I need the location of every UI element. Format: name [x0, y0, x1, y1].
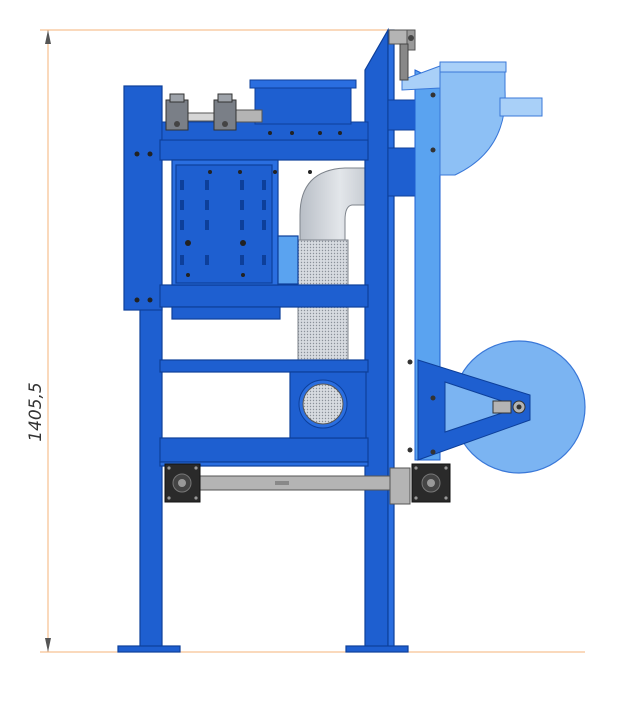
dimension-height-label: 1405,5	[26, 382, 46, 441]
main-frame	[117, 27, 409, 653]
tension-rail	[199, 475, 406, 491]
motor-plate-inner	[175, 164, 273, 284]
left-upper-post	[123, 85, 163, 311]
dimension-arrow-bottom	[45, 638, 51, 652]
bottom-rail	[199, 467, 411, 505]
drive-housing-lid	[249, 79, 357, 89]
upper-shaft-tube	[387, 99, 419, 131]
plate-slots	[180, 180, 266, 265]
drive-housing	[254, 87, 352, 125]
left-leg	[139, 299, 163, 651]
top-drive	[161, 79, 369, 141]
motor-right	[411, 463, 451, 503]
frame-bolts	[134, 151, 312, 303]
dimension-arrow-top	[45, 30, 51, 44]
motor-left	[164, 463, 201, 503]
drive-base-plate	[161, 121, 369, 141]
motor-side-block	[277, 235, 299, 285]
motor-base	[171, 306, 281, 320]
left-foot	[117, 645, 181, 653]
side-bolts	[407, 92, 436, 455]
lower-beam	[159, 437, 369, 463]
lower-beam-lip	[159, 461, 369, 467]
top-clamp	[388, 29, 416, 81]
mid-beam	[159, 359, 369, 373]
upper-mid-beam	[159, 284, 369, 308]
right-foot	[345, 645, 409, 653]
lower-shaft-tube	[387, 147, 419, 197]
fan-outlet	[499, 97, 543, 117]
mesh-opening	[302, 383, 344, 425]
fan-housing	[401, 61, 543, 176]
top-beam	[159, 139, 369, 161]
